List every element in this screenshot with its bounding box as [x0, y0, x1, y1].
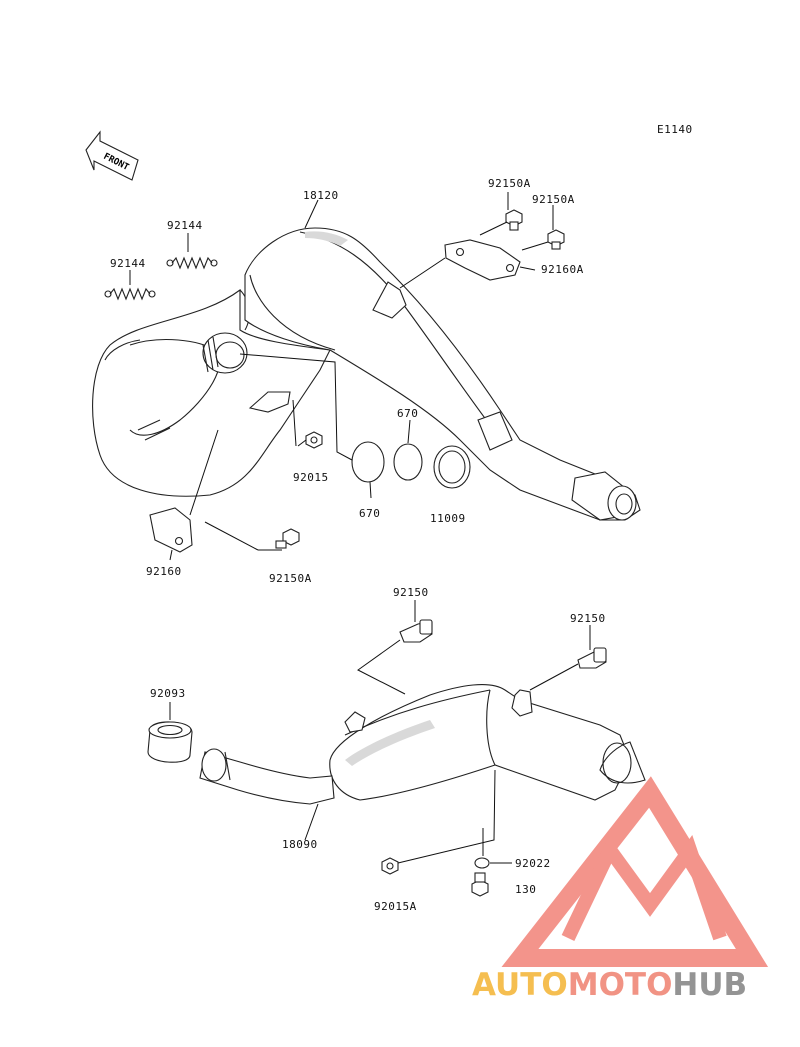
leader-lines — [129, 192, 591, 864]
label-18120: 18120 — [303, 189, 339, 202]
silencer — [329, 684, 646, 801]
o-ring-670-left — [351, 441, 385, 483]
gasket-11009 — [433, 445, 471, 489]
watermark-logo: AUTOMOTOHUB — [472, 776, 769, 1003]
label-92160A: 92160A — [541, 263, 584, 276]
connecting-pipe-18090 — [199, 748, 335, 805]
svg-text:AUTOMOTOHUB: AUTOMOTOHUB — [472, 967, 747, 1003]
nut-92015 — [305, 431, 323, 449]
label-92150A-2: 92150A — [532, 193, 575, 206]
label-18090: 18090 — [282, 838, 318, 851]
bolt-92150-right — [577, 647, 607, 669]
watermark-text-moto: MOTO — [568, 967, 673, 1003]
part-labels: 18120 92150A 92150A 92160A 92144 92144 6… — [110, 177, 606, 913]
watermark-text-hub: HUB — [672, 967, 747, 1003]
label-92150A-1: 92150A — [488, 177, 531, 190]
label-92160: 92160 — [146, 565, 182, 578]
label-92144-2: 92144 — [110, 257, 146, 270]
label-670-1: 670 — [397, 407, 418, 420]
bracket-92160 — [149, 507, 193, 553]
label-92022: 92022 — [515, 857, 551, 870]
label-92150A-3: 92150A — [269, 572, 312, 585]
label-92150-2: 92150 — [570, 612, 606, 625]
spring-lower — [104, 287, 156, 301]
watermark-m-icon — [561, 834, 727, 942]
label-130: 130 — [515, 883, 536, 896]
label-92144-1: 92144 — [167, 219, 203, 232]
nut-92015A — [381, 857, 399, 875]
expansion-chamber — [92, 227, 641, 521]
spring-upper — [166, 256, 218, 270]
bolt-92150A-top-right — [547, 229, 565, 250]
label-670-2: 670 — [359, 507, 380, 520]
label-92093: 92093 — [150, 687, 186, 700]
label-92015A: 92015A — [374, 900, 417, 913]
label-92015: 92015 — [293, 471, 329, 484]
diagram-code: E1140 — [657, 123, 693, 136]
bushing-92093 — [147, 721, 193, 763]
label-92150-1: 92150 — [393, 586, 429, 599]
bolt-130 — [471, 872, 489, 897]
watermark-text-auto: AUTO — [472, 967, 568, 1003]
label-11009: 11009 — [430, 512, 466, 525]
bolt-92150A-top-left — [505, 209, 523, 231]
bolt-92150A-lower — [275, 528, 300, 549]
o-ring-670-right — [393, 443, 423, 481]
bracket-92160A — [444, 239, 521, 281]
bolt-92150-left — [399, 619, 433, 643]
washer-92022 — [474, 857, 490, 869]
front-arrow-icon: FRONT — [85, 130, 139, 181]
